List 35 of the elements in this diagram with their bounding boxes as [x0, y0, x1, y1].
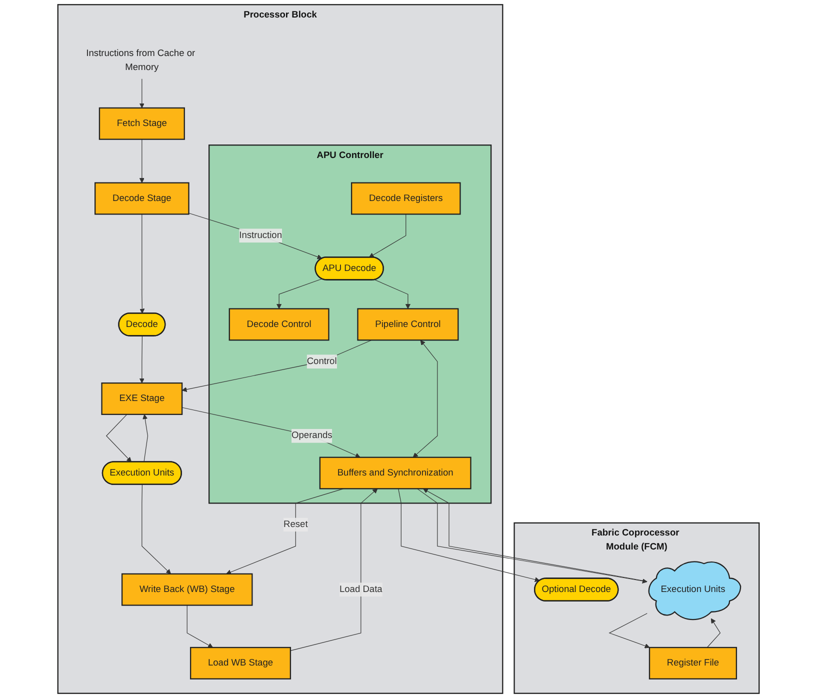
arrow	[140, 214, 145, 314]
node-box: Pipeline Control	[357, 308, 459, 341]
node-text: Instructions from Cache or Memory	[86, 48, 196, 72]
arrow	[186, 604, 213, 648]
node-box: Write Back (WB) Stage	[121, 573, 253, 606]
arrow	[139, 336, 144, 384]
edge-label: Load Data	[339, 584, 382, 594]
arrow	[142, 484, 172, 574]
arrow	[608, 613, 650, 648]
node-box: Decode Stage	[94, 182, 190, 215]
arrow	[139, 78, 144, 108]
arrow	[398, 488, 540, 582]
arrow	[188, 212, 322, 260]
arrow	[106, 414, 132, 462]
arrow	[139, 139, 144, 184]
arrow	[412, 340, 438, 458]
arrow	[368, 214, 406, 258]
arrow	[142, 414, 148, 462]
arrow	[182, 340, 372, 392]
node-box: Buffers and Synchronization	[319, 456, 472, 490]
node-box: Decode Registers	[350, 182, 461, 215]
arrow	[182, 407, 360, 458]
arrow	[706, 618, 721, 648]
node-box: Load WB Stage	[190, 646, 292, 680]
edge-label: Control	[306, 356, 337, 366]
node-box: Fetch Stage	[98, 107, 185, 140]
node-box: Register File	[648, 646, 738, 680]
edge-label: Instruction	[239, 230, 282, 240]
node-box: EXE Stage	[101, 382, 183, 415]
edge-label: Operands	[292, 430, 332, 441]
edge-label: Reset	[284, 519, 308, 530]
arrow	[290, 488, 378, 651]
arrow	[276, 278, 322, 309]
node-box: Decode Control	[228, 308, 330, 341]
arrow	[374, 279, 410, 309]
